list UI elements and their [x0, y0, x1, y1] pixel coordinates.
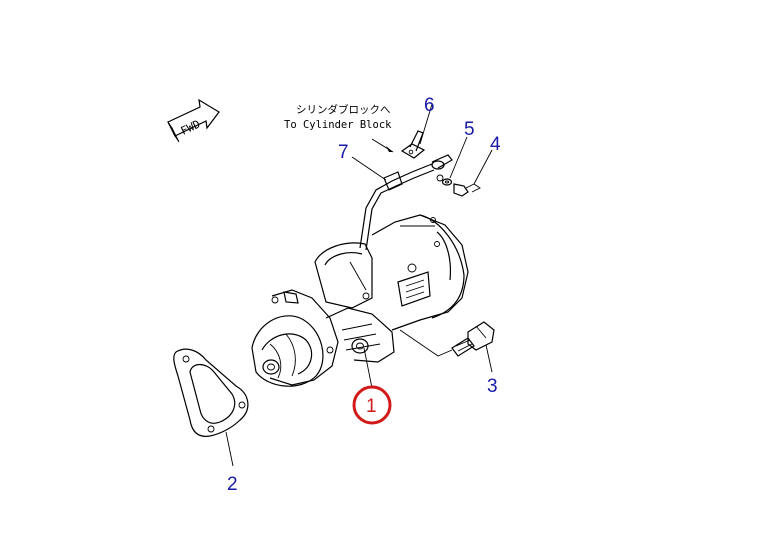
washer-part-5: [441, 136, 468, 186]
note-english: To Cylinder Block: [284, 119, 392, 131]
highlight-circle-part-1: [352, 385, 392, 425]
wire-harness-part-7: [351, 154, 453, 251]
part-number-4: 4: [490, 134, 501, 155]
mounting-bolt-part-3: [399, 321, 495, 373]
part-number-5: 5: [464, 119, 475, 140]
part-number-6: 6: [424, 95, 435, 116]
bolt-part-4: [453, 149, 493, 197]
part-number-3: 3: [487, 376, 498, 397]
forward-direction-arrow: FWD: [167, 98, 220, 143]
fwd-label: FWD: [179, 118, 203, 138]
clamp-part-6: [400, 103, 433, 159]
starter-motor-part-1: [251, 214, 469, 389]
note-japanese: シリンダブロックへ: [296, 103, 391, 116]
note-to-cylinder-block: シリンダブロックへ To Cylinder Block: [284, 103, 394, 153]
part-number-1: 1: [366, 396, 377, 417]
part-number-7: 7: [338, 142, 349, 163]
part-number-2: 2: [227, 474, 238, 495]
gasket-part-2: [173, 348, 249, 467]
